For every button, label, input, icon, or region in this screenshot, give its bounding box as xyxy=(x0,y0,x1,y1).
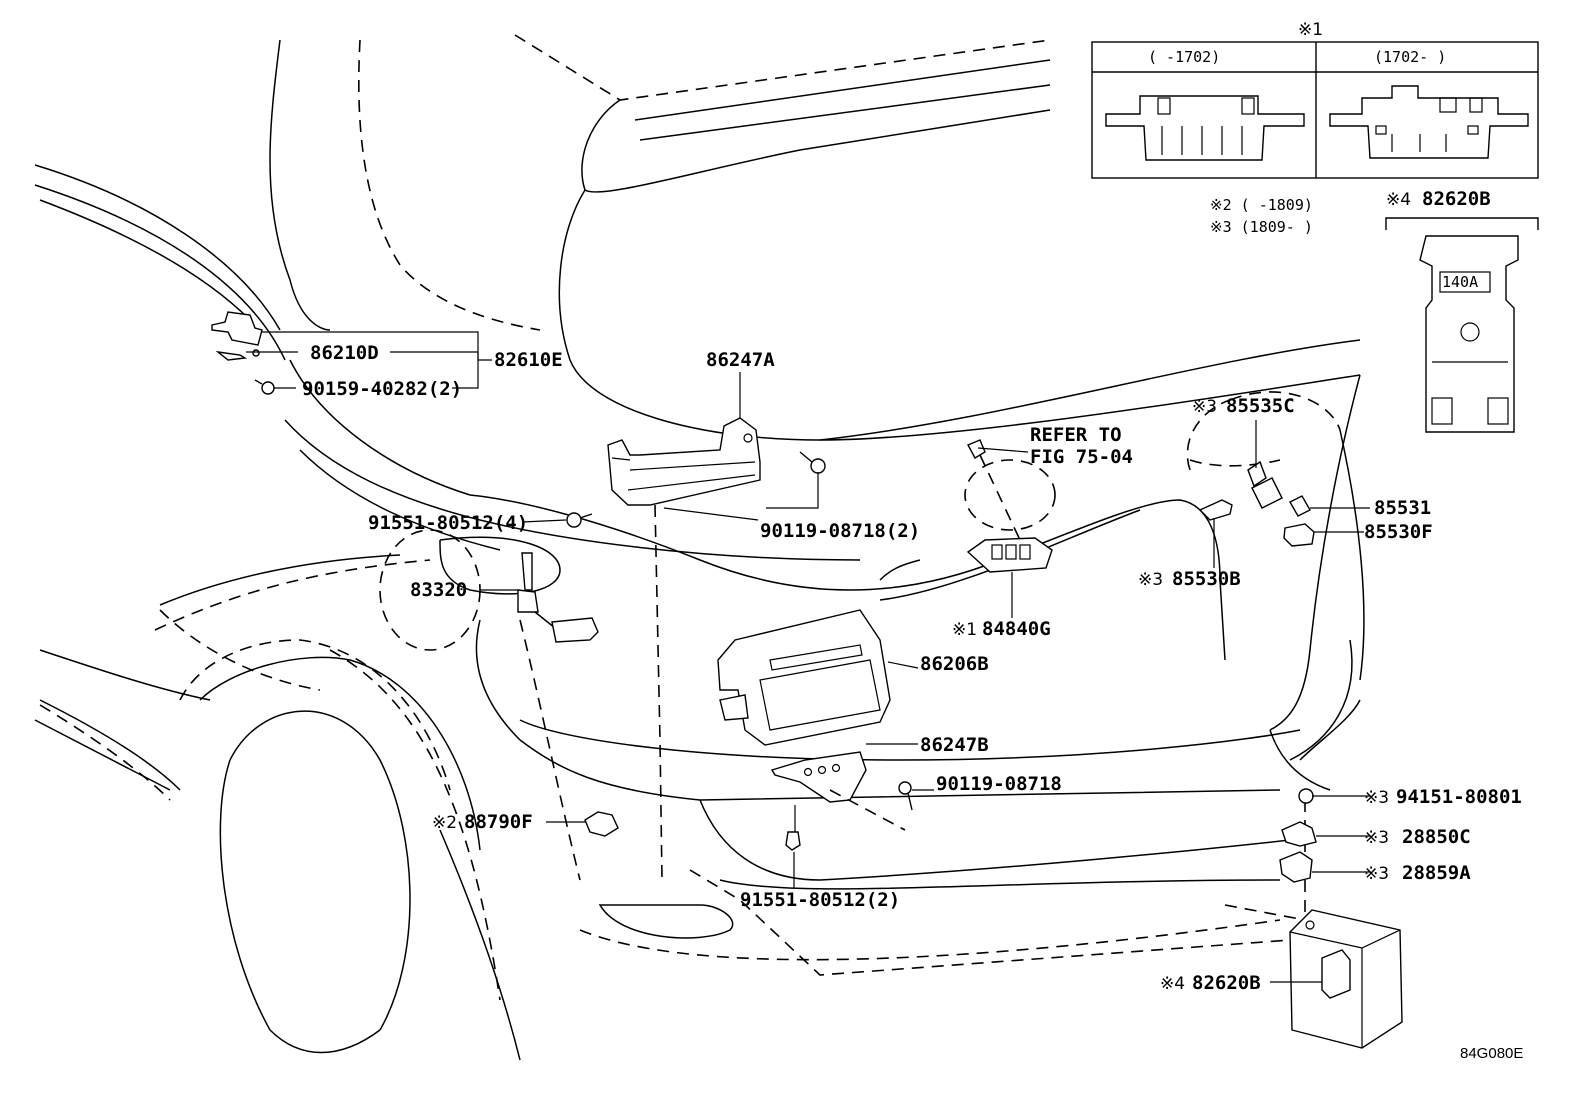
switch-84840g-icon xyxy=(966,439,1053,573)
part-86206b[interactable]: 86206B xyxy=(920,653,989,675)
inset-left-label: ( -1702) xyxy=(1148,48,1220,66)
part-86210d[interactable]: 86210D xyxy=(310,342,379,364)
fuse-label: 140A xyxy=(1442,273,1478,291)
amplifier-86206b-icon xyxy=(717,609,891,746)
labels: ※1 ( -1702) (1702- ) ※2 ( -1809) ※3 (180… xyxy=(302,20,1523,1062)
bolt-90119-single-icon xyxy=(898,781,913,811)
refer-line2[interactable]: FIG 75-04 xyxy=(1030,446,1133,468)
part-28850c[interactable]: 28850C xyxy=(1402,826,1471,848)
part-91551-2[interactable]: 91551-80512(2) xyxy=(740,889,900,911)
mark-3-28850c: ※3 xyxy=(1364,828,1389,848)
sensor-88790f-icon xyxy=(584,811,619,837)
part-86247a[interactable]: 86247A xyxy=(706,349,775,371)
socket-85530f-icon xyxy=(1283,523,1315,547)
mark-3-85535c: ※3 xyxy=(1192,397,1217,417)
mark-4-top: ※4 xyxy=(1386,190,1411,210)
mark-3-28859a: ※3 xyxy=(1364,864,1389,884)
part-82620b-top[interactable]: 82620B xyxy=(1422,188,1491,210)
part-90119-2[interactable]: 90119-08718(2) xyxy=(760,520,920,542)
socket-85531-icon xyxy=(1289,495,1311,517)
mark-3-85530b: ※3 xyxy=(1138,570,1163,590)
note-3: ※3 (1809- ) xyxy=(1210,218,1313,236)
mark-4-bottom: ※4 xyxy=(1160,974,1185,994)
nut-94151-icon xyxy=(1298,788,1314,804)
note-2: ※2 ( -1809) xyxy=(1210,196,1313,214)
sensor-83320-icon xyxy=(517,552,599,643)
leader-lines xyxy=(246,331,1370,983)
part-28859a[interactable]: 28859A xyxy=(1402,862,1471,884)
bolt-90119-icon xyxy=(799,451,826,474)
sensor-28859a-icon xyxy=(1279,851,1313,883)
bracket-86247b-icon xyxy=(770,751,906,831)
part-90159[interactable]: 90159-40282(2) xyxy=(302,378,462,400)
bracket-86247a-icon xyxy=(607,417,761,506)
sensor-28850c-icon xyxy=(1281,821,1317,847)
inset-mark-1: ※1 xyxy=(1298,20,1323,40)
part-83320[interactable]: 83320 xyxy=(410,579,467,601)
inset-right-label: (1702- ) xyxy=(1374,48,1446,66)
part-82620b-bottom[interactable]: 82620B xyxy=(1192,972,1261,994)
part-85531[interactable]: 85531 xyxy=(1374,497,1431,519)
part-91551-4[interactable]: 91551-80512(4) xyxy=(368,512,528,534)
part-85535c[interactable]: 85535C xyxy=(1226,395,1295,417)
socket-85535c-icon xyxy=(1247,460,1283,509)
inset-fuse-82620b xyxy=(1385,217,1539,433)
battery-icon xyxy=(1289,909,1403,1049)
mark-3-94151: ※3 xyxy=(1364,788,1389,808)
vehicle-body-outline xyxy=(34,34,1365,1061)
refer-line1: REFER TO xyxy=(1030,424,1122,446)
socket-85530b-icon xyxy=(1198,499,1233,521)
bolt-91551-icon xyxy=(566,512,593,528)
part-82610e[interactable]: 82610E xyxy=(494,349,563,371)
mark-1-84840g: ※1 xyxy=(952,620,977,640)
part-85530b[interactable]: 85530B xyxy=(1172,568,1241,590)
part-94151[interactable]: 94151-80801 xyxy=(1396,786,1522,808)
part-85530f[interactable]: 85530F xyxy=(1364,521,1433,543)
part-86247b[interactable]: 86247B xyxy=(920,734,989,756)
part-84840g[interactable]: 84840G xyxy=(982,618,1051,640)
bolt-91551-lower-icon xyxy=(785,805,801,851)
diagram-code: 84G080E xyxy=(1460,1045,1523,1062)
bracket-86210d-icon xyxy=(211,311,275,395)
inset-connector-variants xyxy=(1091,41,1539,179)
mark-2-88790f: ※2 xyxy=(432,813,457,833)
part-90119[interactable]: 90119-08718 xyxy=(936,773,1062,795)
part-88790f[interactable]: 88790F xyxy=(464,811,533,833)
